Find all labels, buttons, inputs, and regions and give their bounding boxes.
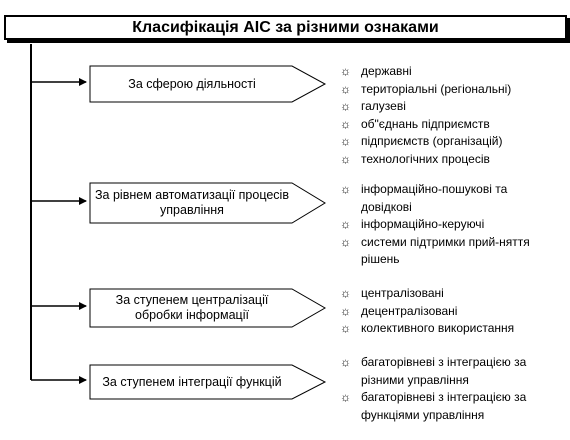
- sun-icon: ☼: [340, 64, 351, 78]
- list-item: ☼підприємств (організацій): [338, 133, 563, 151]
- sun-icon: ☼: [340, 321, 351, 335]
- list-item: ☼об"єднань підприємств: [338, 116, 563, 134]
- list-item: ☼інформаційно-керуючі: [338, 216, 553, 234]
- category-shape-3: [89, 288, 327, 328]
- sun-icon: ☼: [340, 116, 351, 131]
- category-shape-4: [89, 364, 327, 400]
- sun-icon: ☼: [340, 286, 351, 300]
- list-item: ☼багаторівневі з інтеграцією за функціям…: [340, 390, 527, 422]
- category-3-items: ☼централізовані ☼децентралізовані ☼колек…: [338, 285, 563, 338]
- list-item: ☼галузеві: [338, 98, 563, 116]
- category-1-items: ☼державні ☼територіальні (регіональні) ☼…: [338, 63, 563, 168]
- sun-icon: ☼: [340, 234, 351, 249]
- sun-icon: ☼: [340, 151, 351, 166]
- sun-icon: ☼: [340, 81, 351, 96]
- list-item: ☼багаторівневі з інтеграцією за різними …: [340, 355, 527, 387]
- category-shape-1: [89, 65, 327, 103]
- list-item: ☼децентралізовані: [338, 303, 563, 321]
- sun-icon: ☼: [340, 134, 351, 148]
- list-item: ☼територіальні (регіональні): [338, 81, 563, 99]
- sun-icon: ☼: [340, 355, 351, 369]
- sun-icon: ☼: [340, 217, 351, 231]
- category-1-label: За сферою діяльності: [128, 76, 256, 91]
- category-2-items: ☼інформаційно-пошукові та довідкові ☼інф…: [338, 181, 553, 269]
- list-item: ☼централізовані: [338, 285, 563, 303]
- category-shape-2: [89, 182, 326, 224]
- sun-icon: ☼: [340, 99, 351, 113]
- list-item: ☼колективного використання: [338, 320, 563, 338]
- category-4-items: ☼багаторівневі з інтеграцією за різними …: [338, 354, 543, 424]
- list-item: ☼інформаційно-пошукові та довідкові: [340, 182, 508, 214]
- sun-icon: ☼: [340, 303, 351, 318]
- category-2-label: За рівнем автоматизації процесів управлі…: [95, 188, 289, 217]
- list-item: ☼технологічних процесів: [338, 151, 563, 169]
- list-item: ☼державні: [338, 63, 563, 81]
- category-3-label: За ступенем централізації обробки інформ…: [115, 293, 269, 322]
- list-item: ☼системи підтримки прий-няття рішень: [340, 234, 530, 267]
- sun-icon: ☼: [340, 390, 351, 404]
- sun-icon: ☼: [340, 182, 351, 196]
- category-4-label: За ступенем інтеграції функцій: [102, 374, 282, 389]
- diagram-title: Класифікація АІС за різними ознаками: [4, 15, 567, 40]
